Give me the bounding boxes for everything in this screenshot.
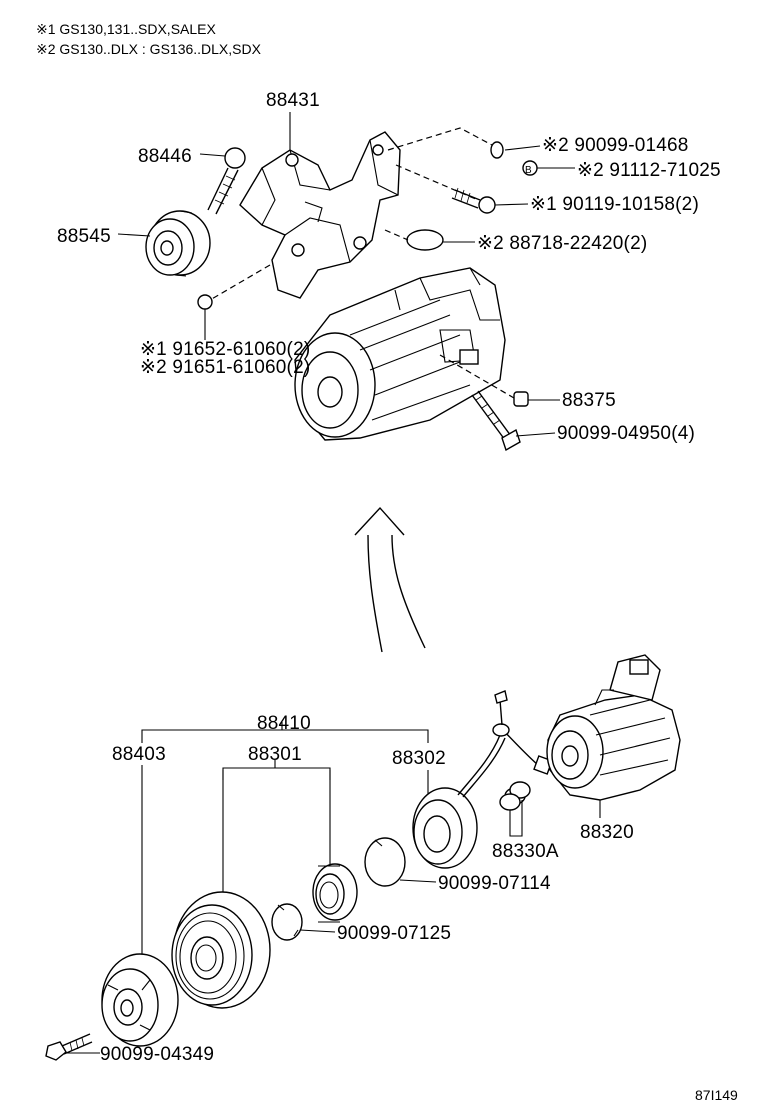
leader-90099-07114 xyxy=(399,879,437,883)
cap-88375[interactable] xyxy=(513,391,529,407)
clutch-plate-88403[interactable] xyxy=(101,953,179,1047)
nut-91652-61060[interactable] xyxy=(197,294,213,310)
leader-88446 xyxy=(199,153,226,157)
note-2: ※2 GS130..DLX : GS136..DLX,SDX xyxy=(36,41,262,57)
label-91652-61060: ※1 91652-61060(2) xyxy=(140,339,310,360)
leader-90119 xyxy=(494,203,529,206)
bracket-88431[interactable] xyxy=(239,131,401,299)
label-88718-22420: ※2 88718-22420(2) xyxy=(477,233,647,254)
snap-ring-90099-07114[interactable] xyxy=(364,837,406,887)
label-88302: 88302 xyxy=(392,748,446,769)
arrow-icon xyxy=(354,506,426,653)
assembly-dash-2 xyxy=(395,164,479,201)
bracket-88410 xyxy=(141,729,429,743)
b-mark: B xyxy=(525,165,532,176)
label-91651-61060: ※2 91651-61060(2) xyxy=(140,357,310,378)
shims-88330A[interactable] xyxy=(499,781,531,837)
bolt-90099-04950[interactable] xyxy=(471,390,521,452)
assembly-dash-3 xyxy=(209,264,271,301)
assembly-dash-5 xyxy=(384,229,409,241)
idler-pulley-88545[interactable] xyxy=(145,210,211,277)
leader-90099-04950 xyxy=(515,432,556,437)
label-90099-04950: 90099-04950(4) xyxy=(557,423,695,444)
bolt-88446[interactable] xyxy=(207,147,246,215)
o-ring-90099-01468[interactable] xyxy=(490,141,504,159)
compressor-88320[interactable] xyxy=(546,654,681,801)
label-88410: 88410 xyxy=(257,713,311,734)
ring-88718-22420[interactable] xyxy=(406,229,444,251)
label-90119-10158: ※1 90119-10158(2) xyxy=(530,194,699,215)
stator-88302[interactable] xyxy=(412,787,478,869)
leader-88545 xyxy=(117,233,151,237)
label-90099-07125: 90099-07125 xyxy=(337,923,451,944)
nut-91112-71025[interactable]: B xyxy=(522,160,538,176)
label-91112-71025: ※2 91112-71025 xyxy=(577,160,721,181)
label-88446: 88446 xyxy=(138,146,192,167)
label-88431: 88431 xyxy=(266,90,320,111)
label-90099-07114: 90099-07114 xyxy=(438,873,551,894)
note-1: ※1 GS130,131..SDX,SALEX xyxy=(36,21,216,37)
bearing-88301[interactable] xyxy=(312,863,358,923)
label-90099-01468: ※2 90099-01468 xyxy=(542,135,689,156)
label-88375: 88375 xyxy=(562,390,616,411)
snap-ring-90099-07125[interactable] xyxy=(271,903,303,941)
leader-90099-07125 xyxy=(299,929,336,933)
assembly-dash-4 xyxy=(439,354,515,399)
label-88320: 88320 xyxy=(580,822,634,843)
wire-harness[interactable] xyxy=(457,690,553,798)
label-88403: 88403 xyxy=(112,744,166,765)
label-90099-04349: 90099-04349 xyxy=(100,1044,214,1065)
bracket-88301 xyxy=(222,767,331,780)
leader-90099-01468 xyxy=(504,145,541,151)
label-88545: 88545 xyxy=(57,226,111,247)
diagram-code: 87I149 xyxy=(695,1087,738,1103)
assembly-dash-1 xyxy=(387,127,493,151)
bolt-90099-04349[interactable] xyxy=(45,1033,93,1061)
compressor-upper xyxy=(294,267,506,441)
label-88330A: 88330A xyxy=(492,841,559,862)
pulley-88301[interactable] xyxy=(171,891,271,1009)
bolt-90119-10158[interactable] xyxy=(451,187,496,214)
label-88301: 88301 xyxy=(248,744,302,765)
